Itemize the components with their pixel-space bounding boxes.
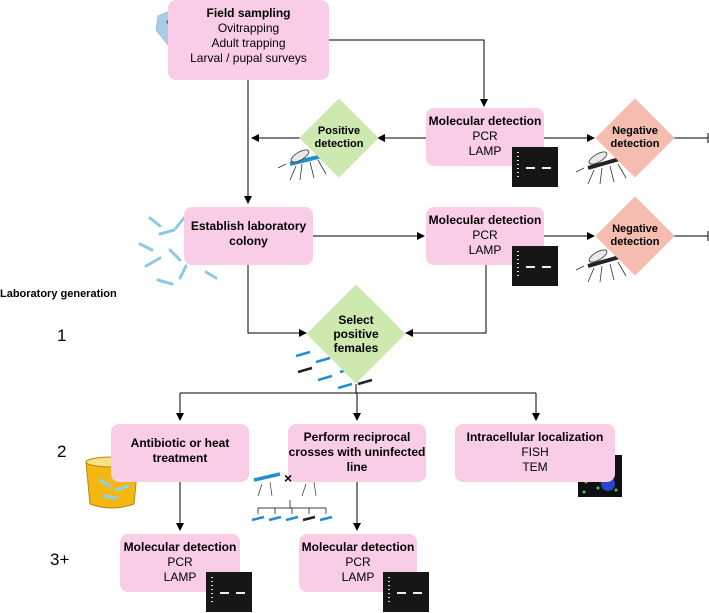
- generation-number: 2: [57, 442, 67, 461]
- end-negative-1: [674, 133, 709, 143]
- gel-icon: [512, 147, 558, 187]
- gel-icon: [383, 572, 429, 612]
- molecular-line: LAMP: [468, 144, 502, 158]
- field-sampling-box: Field sampling Ovitrapping Adult trappin…: [168, 0, 329, 80]
- molecular-line: PCR: [472, 129, 498, 143]
- negative-detection-label: Negative detection: [610, 223, 660, 248]
- molecular-line: PCR: [167, 555, 193, 569]
- laboratory-generation-label: Laboratory generation: [0, 288, 117, 300]
- antibiotic-label: Antibiotic or heat treatment: [130, 436, 230, 465]
- molecular-line: PCR: [345, 555, 371, 569]
- antibiotic-treatment-box: Antibiotic or heat treatment: [111, 424, 249, 482]
- molecular-line: LAMP: [341, 570, 375, 584]
- select-positive-label: Select positive females: [333, 313, 379, 355]
- cross-symbol: ×: [284, 470, 293, 486]
- intracellular-line: TEM: [522, 460, 548, 474]
- larvae-icon: [138, 216, 218, 286]
- molecular-title: Molecular detection: [301, 540, 415, 554]
- establish-colony-box: Establish laboratory colony: [184, 207, 313, 265]
- molecular-title: Molecular detection: [428, 213, 542, 227]
- intracellular-localization-box: Intracellular localization FISH TEM: [455, 424, 615, 482]
- molecular-line: PCR: [472, 228, 498, 242]
- establish-colony-label: Establish laboratory colony: [190, 219, 307, 248]
- generation-number: 3+: [50, 550, 70, 569]
- arrow-molecular-2-to-select: [405, 265, 487, 337]
- arrow-colony-to-select: [247, 265, 307, 337]
- positive-detection-label: Positive detection: [314, 125, 364, 150]
- molecular-line: LAMP: [163, 570, 197, 584]
- intracellular-title: Intracellular localization: [466, 430, 604, 444]
- molecular-line: LAMP: [468, 243, 502, 257]
- mosquito-icon: [251, 515, 333, 522]
- molecular-title: Molecular detection: [428, 114, 542, 128]
- offspring-tree: [257, 500, 327, 514]
- branch-line: [180, 384, 536, 394]
- negative-detection-label: Negative detection: [610, 125, 660, 150]
- reciprocal-crosses-box: Perform reciprocal crosses with uninfect…: [288, 424, 426, 482]
- field-sampling-title: Field sampling: [206, 6, 291, 20]
- gel-icon: [512, 246, 558, 286]
- molecular-title: Molecular detection: [123, 540, 237, 554]
- end-negative-2: [674, 231, 709, 241]
- generation-number: 1: [57, 326, 67, 345]
- negative-detection-diamond-1: Negative detection: [595, 98, 675, 178]
- negative-detection-diamond-2: Negative detection: [595, 196, 675, 276]
- field-sampling-line: Adult trapping: [211, 36, 286, 50]
- field-sampling-line: Ovitrapping: [217, 21, 280, 35]
- field-sampling-line: Larval / pupal surveys: [190, 51, 307, 65]
- molecular-detection-box-4: Molecular detection PCR LAMP: [299, 534, 417, 592]
- positive-detection-diamond: Positive detection: [299, 98, 379, 178]
- gel-icon: [206, 572, 252, 612]
- select-positive-diamond: Select positive females: [306, 284, 406, 384]
- arrow-field-to-molecular: [329, 39, 488, 107]
- intracellular-line: FISH: [521, 445, 549, 459]
- reciprocal-label: Perform reciprocal crosses with uninfect…: [288, 430, 426, 474]
